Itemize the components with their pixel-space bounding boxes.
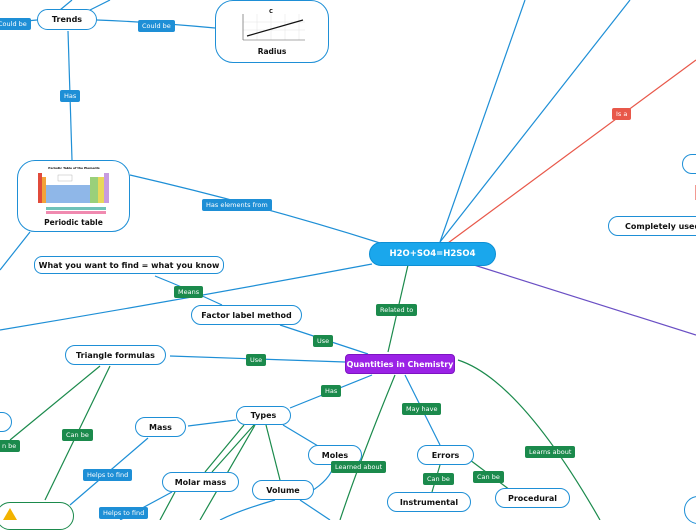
radius-caption: Radius [257, 46, 287, 56]
node-periodic-table[interactable]: Periodic Table of the Elements Periodic … [17, 160, 130, 232]
label-can-be-1: Can be [62, 429, 93, 441]
line-triangle-left [9, 365, 101, 441]
node-procedural[interactable]: Procedural [495, 488, 570, 508]
node-trends[interactable]: Trends [37, 9, 97, 30]
label-can-be-2: Can be [423, 473, 454, 485]
line-types-molar [211, 424, 255, 473]
node-instrumental[interactable]: Instrumental [387, 492, 471, 512]
label-use-1: Use [313, 335, 334, 347]
label-learns-about: Learns about [525, 446, 576, 458]
line-trends-up2 [89, 0, 111, 11]
node-factor-label[interactable]: Factor label method [191, 305, 302, 325]
label-helps-to-find-1: Helps to find [83, 469, 133, 481]
radius-chart-image: C [237, 7, 307, 44]
node-central[interactable]: H2O+SO4=H2SO4 [369, 242, 496, 266]
periodic-table-heading: Periodic Table of the Elements [48, 166, 100, 170]
node-molar-mass[interactable]: Molar mass [162, 472, 239, 492]
node-what-you-want[interactable]: What you want to find = what you know [34, 256, 224, 274]
node-triangle-formulas[interactable]: Triangle formulas [65, 345, 166, 365]
node-completely-used[interactable]: Completely used u [608, 216, 696, 236]
node-mass[interactable]: Mass [135, 417, 186, 437]
node-volume[interactable]: Volume [252, 480, 314, 500]
line-hub-down [339, 374, 396, 520]
line-volume-bottom2 [299, 499, 331, 520]
node-right-edge[interactable] [682, 154, 696, 174]
periodic-table-image: Periodic Table of the Elements [37, 166, 109, 214]
label-may-have: May have [402, 403, 442, 415]
label-has-2: Has [321, 385, 342, 397]
node-types[interactable]: Types [236, 406, 291, 425]
label-can-be-left: n be [0, 440, 21, 452]
line-types-molar2 [204, 424, 245, 473]
line-types-moles [282, 424, 319, 447]
line-central-top1 [439, 0, 526, 243]
line-central-left [0, 263, 373, 331]
periodic-table-caption: Periodic table [44, 218, 103, 227]
label-related-to: Related to [376, 304, 418, 316]
label-helps-to-find-2: Helps to find [99, 507, 149, 519]
label-could-be: Could be [138, 20, 175, 32]
node-quantities-hub[interactable]: Quantities in Chemistry [345, 354, 455, 374]
line-central-top2 [439, 0, 631, 243]
label-learned-about: Learned about [331, 461, 387, 473]
label-could-be-left: Could be [0, 18, 31, 30]
line-central-purple [473, 264, 696, 336]
line-periodic-left [0, 231, 31, 271]
label-is-a: Is a [612, 108, 632, 120]
warning-icon [3, 508, 17, 520]
line-volume-bottom [219, 499, 276, 520]
line-types-mass [187, 419, 237, 427]
label-has-elements-from: Has elements from [202, 199, 272, 211]
line-molar-down [159, 491, 176, 520]
label-has: Has [60, 90, 81, 102]
line-trends-up [59, 0, 73, 11]
line-central-red [447, 59, 696, 244]
line-hub-right [457, 359, 601, 520]
radius-chart-letter: C [269, 9, 273, 15]
line-types-volume [265, 424, 281, 481]
label-means: Means [174, 286, 204, 298]
node-errors[interactable]: Errors [417, 445, 474, 465]
label-use-2: Use [246, 354, 267, 366]
label-can-be-3: Can be [473, 471, 504, 483]
node-radius[interactable]: C Radius [215, 0, 329, 63]
